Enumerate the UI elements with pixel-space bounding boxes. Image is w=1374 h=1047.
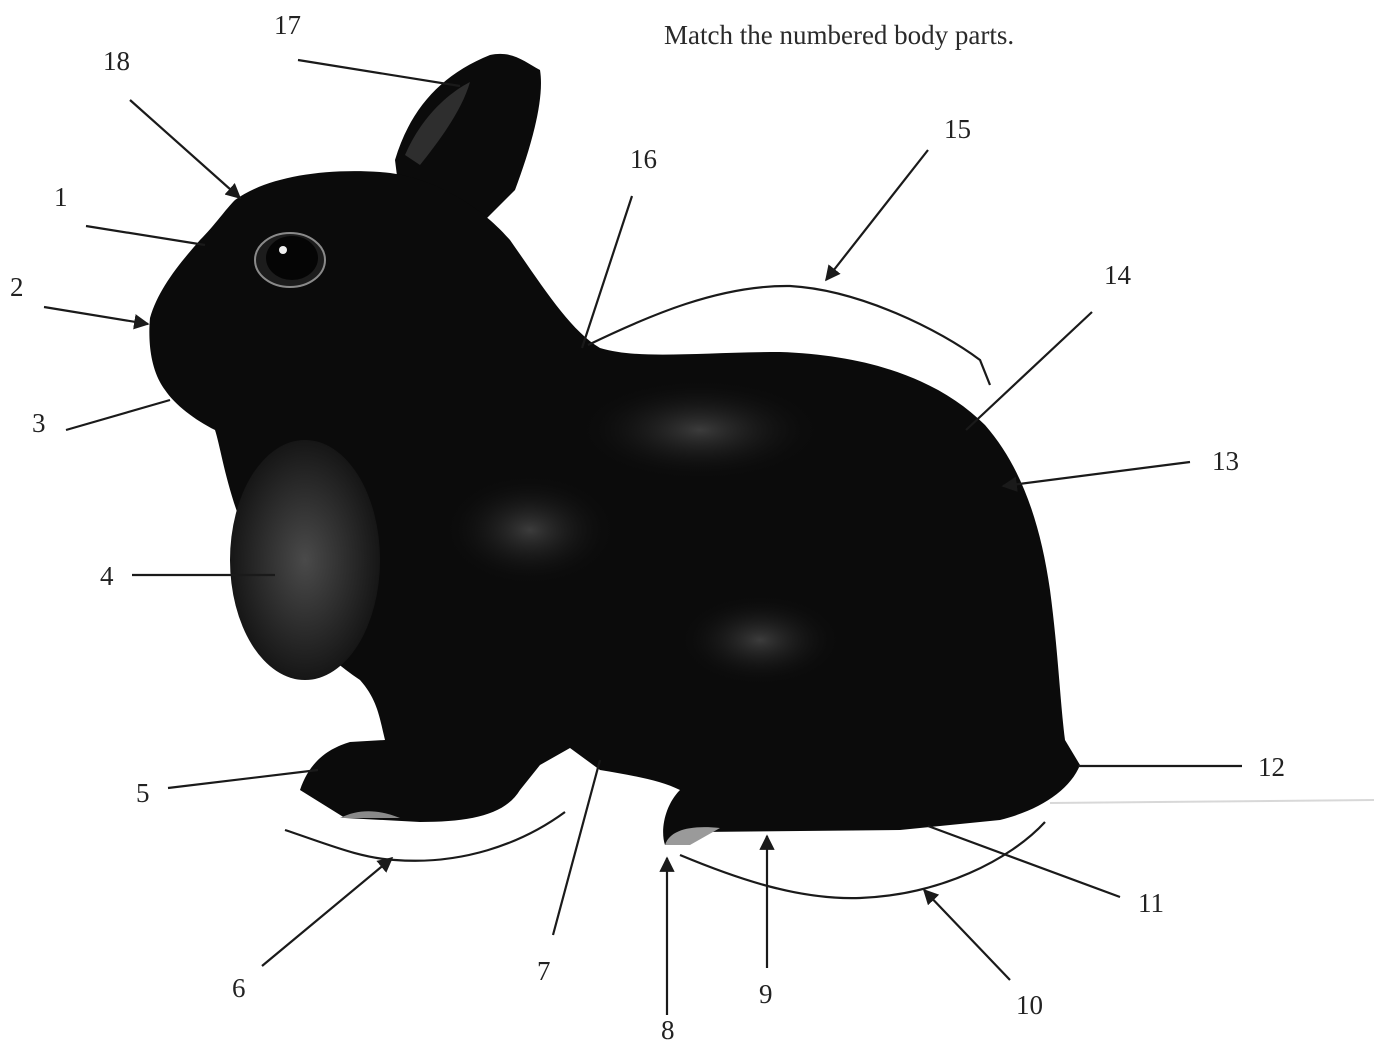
label-8: 8 (661, 1015, 675, 1043)
leader-11 (928, 826, 1120, 897)
label-5: 5 (136, 778, 150, 808)
label-1: 1 (54, 182, 68, 212)
label-9: 9 (759, 979, 773, 1009)
leader-3 (66, 400, 170, 430)
leader-13 (1003, 462, 1190, 486)
label-15: 15 (944, 114, 971, 144)
label-16: 16 (630, 144, 657, 174)
label-17: 17 (274, 10, 301, 40)
label-2: 2 (10, 272, 24, 302)
leader-1 (86, 226, 205, 245)
label-3: 3 (32, 408, 46, 438)
label-12: 12 (1258, 752, 1285, 782)
label-6: 6 (232, 973, 246, 1003)
instruction-text: Match the numbered body parts. (664, 20, 1014, 51)
label-18: 18 (103, 46, 130, 76)
rabbit-eye (255, 233, 325, 287)
leader-17 (298, 60, 460, 86)
label-11: 11 (1138, 888, 1164, 918)
leader-15 (826, 150, 928, 280)
leader-7 (553, 760, 600, 935)
leader-5 (168, 770, 318, 788)
label-14: 14 (1104, 260, 1132, 290)
leader-10 (924, 890, 1010, 980)
label-13: 13 (1212, 446, 1239, 476)
label-4: 4 (100, 561, 114, 591)
leader-18 (130, 100, 240, 198)
bracket-10 (680, 822, 1045, 898)
leader-16 (582, 196, 632, 348)
ground-line (1050, 800, 1374, 803)
leader-2 (44, 307, 148, 324)
label-7: 7 (537, 956, 551, 986)
leader-6 (262, 858, 392, 966)
label-10: 10 (1016, 990, 1043, 1020)
rabbit-silhouette (149, 54, 1080, 845)
